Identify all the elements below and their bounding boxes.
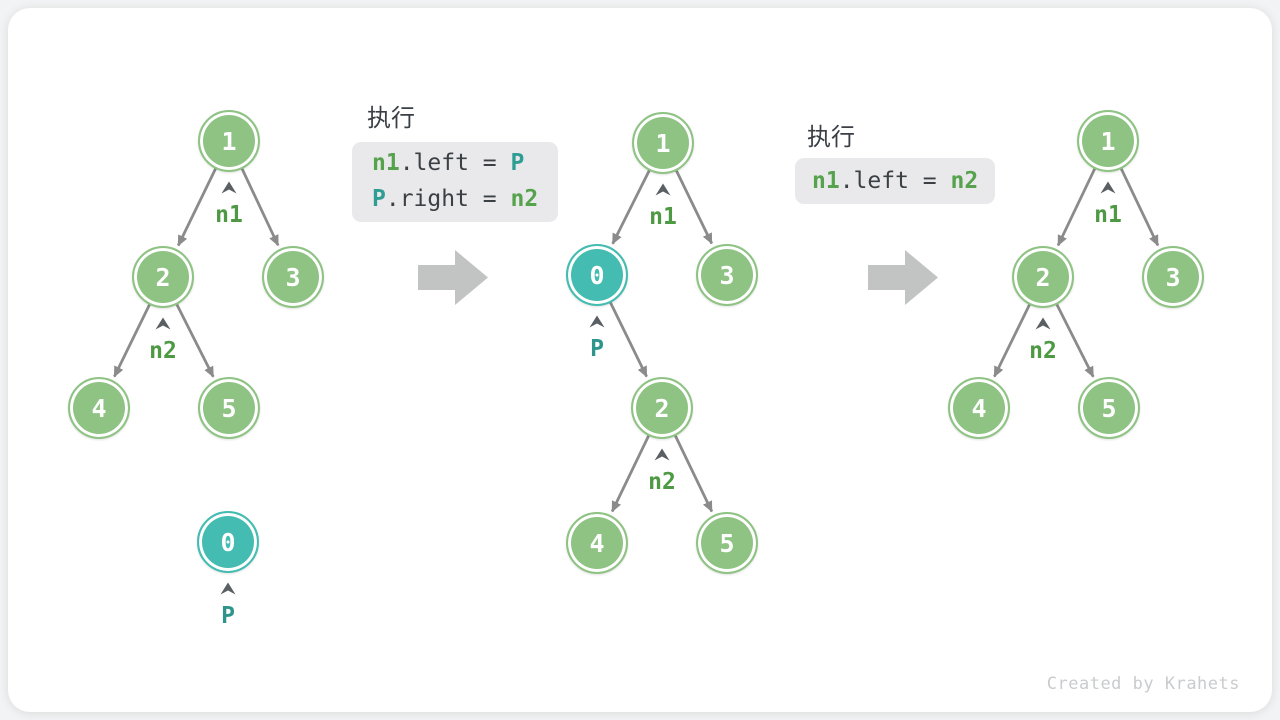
pointer-label-n2: n2 [648, 469, 676, 495]
code-line: P.right = n2 [372, 181, 538, 217]
transition-arrow-icon [418, 250, 488, 305]
code-token: n1 [372, 150, 400, 176]
transition-arrow-icon [868, 250, 938, 305]
code-token: P [372, 186, 386, 212]
pointer-label-P: P [221, 603, 235, 629]
tree-edge [240, 167, 280, 247]
code-token: .right = [385, 186, 511, 212]
code-token: n2 [510, 186, 539, 212]
watermark-credit: Created by Krahets [1046, 674, 1240, 694]
pointer-label-n1: n1 [649, 204, 677, 230]
tree-edge [673, 434, 714, 513]
pointer-label-n1: n1 [215, 202, 243, 228]
tree-node-1: 1 [632, 112, 694, 174]
tree-node-4: 4 [68, 377, 130, 439]
pointer-caret-icon [655, 183, 671, 196]
tree-node-2: 2 [631, 377, 693, 439]
code-block-2: n1.left = n2 [795, 158, 996, 204]
pointer-caret-icon [220, 582, 236, 595]
tree-node-1: 1 [198, 110, 260, 172]
tree-edge [1119, 167, 1160, 247]
pointer-label-P: P [590, 336, 604, 362]
code-line: n1.left = P [372, 145, 538, 181]
tree-edge [674, 169, 713, 245]
tree-node-3: 3 [1142, 246, 1204, 308]
code-line: n1.left = n2 [812, 163, 978, 199]
pointer-caret-icon [654, 448, 670, 461]
pointer-caret-icon [221, 181, 237, 194]
tree-edge [1056, 167, 1097, 247]
code-token: n1 [812, 168, 840, 194]
tree-node-0: 0 [566, 244, 628, 306]
tree-edge [610, 434, 651, 513]
exec-label-2: 执行 [807, 124, 855, 151]
pointer-label-n1: n1 [1094, 202, 1122, 228]
pointer-caret-icon [1100, 181, 1116, 194]
tree-node-2: 2 [132, 246, 194, 308]
tree-node-0: 0 [197, 511, 259, 573]
code-token: n2 [950, 168, 979, 194]
tree-edge [113, 303, 152, 378]
pointer-caret-icon [155, 317, 171, 330]
tree-edge [1055, 303, 1095, 378]
pointer-label-n2: n2 [149, 338, 177, 364]
code-token: .left = [399, 150, 511, 176]
tree-edge [175, 303, 215, 378]
tree-node-1: 1 [1077, 110, 1139, 172]
code-token: P [510, 150, 525, 176]
tree-node-5: 5 [198, 377, 260, 439]
tree-edge [177, 167, 218, 247]
code-token: .left = [839, 168, 951, 194]
tree-node-3: 3 [696, 244, 758, 306]
tree-node-4: 4 [948, 377, 1010, 439]
tree-edge [608, 301, 648, 378]
tree-node-3: 3 [262, 246, 324, 308]
pointer-label-n2: n2 [1029, 338, 1057, 364]
tree-node-5: 5 [696, 512, 758, 574]
tree-edge [611, 169, 651, 245]
pointer-caret-icon [589, 315, 605, 328]
pointer-caret-icon [1035, 317, 1051, 330]
tree-node-4: 4 [566, 512, 628, 574]
tree-node-2: 2 [1012, 246, 1074, 308]
code-lines: n1.left = n2 [812, 163, 978, 199]
tree-edge [993, 303, 1032, 378]
exec-label-1: 执行 [367, 105, 415, 132]
tree-node-5: 5 [1078, 377, 1140, 439]
